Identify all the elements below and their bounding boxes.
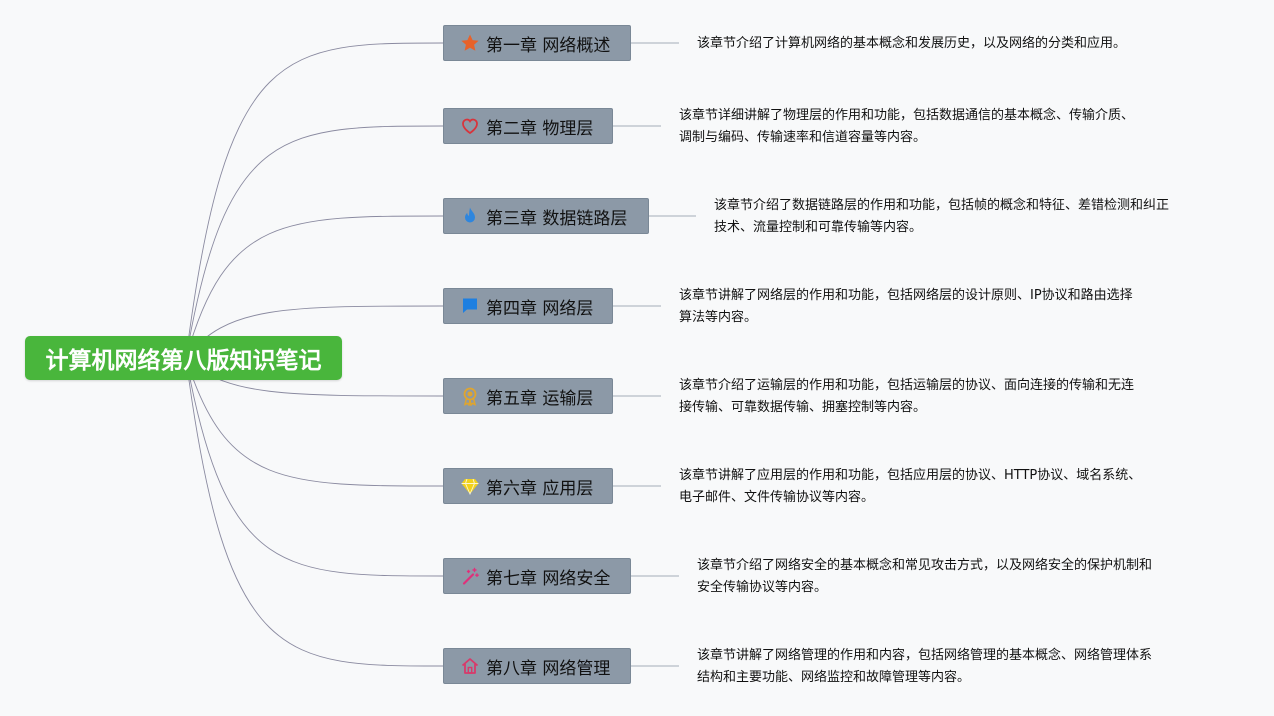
chapter-label: 第八章 网络管理	[486, 658, 611, 679]
magic-wand-icon	[460, 566, 480, 586]
desc-line: 该章节讲解了应用层的作用和功能，包括应用层的协议、HTTP协议、域名系统、	[679, 468, 1142, 483]
chapter-label: 第五章 运输层	[486, 388, 594, 409]
link-root-chapter-3	[185, 215, 444, 359]
desc-line: 安全传输协议等内容。	[697, 580, 828, 595]
desc-line: 该章节介绍了计算机网络的基本概念和发展历史，以及网络的分类和应用。	[697, 36, 1127, 51]
heart-icon	[460, 116, 480, 136]
desc-line: 调制与编码、传输速率和信道容量等内容。	[679, 130, 927, 145]
desc-line: 接传输、可靠数据传输、拥塞控制等内容。	[679, 400, 927, 415]
desc-line: 该章节介绍了网络安全的基本概念和常见攻击方式，以及网络安全的保护机制和	[697, 558, 1153, 573]
chapter-desc-8: 该章节讲解了网络管理的作用和内容，包括网络管理的基本概念、网络管理体系结构和主要…	[697, 645, 1152, 689]
chapter-label: 第三章 数据链路层	[486, 208, 628, 229]
chapter-node-3[interactable]: 第三章 数据链路层	[443, 198, 649, 234]
chapter-label: 第六章 应用层	[486, 478, 594, 499]
chapter-node-4[interactable]: 第四章 网络层	[443, 288, 613, 324]
chapter-desc-6: 该章节讲解了应用层的作用和功能，包括应用层的协议、HTTP协议、域名系统、电子邮…	[679, 465, 1141, 509]
chapter-desc-7: 该章节介绍了网络安全的基本概念和常见攻击方式，以及网络安全的保护机制和安全传输协…	[697, 555, 1152, 599]
desc-line: 该章节讲解了网络管理的作用和内容，包括网络管理的基本概念、网络管理体系	[697, 648, 1153, 663]
desc-line: 电子邮件、文件传输协议等内容。	[679, 490, 875, 505]
root-title: 计算机网络第八版知识笔记	[45, 348, 322, 374]
link-root-chapter-7	[185, 357, 444, 577]
award-icon	[460, 386, 480, 406]
home-icon	[460, 656, 480, 676]
chapter-label: 第二章 物理层	[486, 118, 594, 139]
chapter-desc-1: 该章节介绍了计算机网络的基本概念和发展历史，以及网络的分类和应用。	[697, 33, 1126, 55]
desc-line: 结构和主要功能、网络监控和故障管理等内容。	[697, 670, 971, 685]
chapter-label: 第七章 网络安全	[486, 568, 611, 589]
desc-line: 该章节介绍了数据链路层的作用和功能，包括帧的概念和特征、差错检测和纠正	[714, 198, 1170, 213]
desc-line: 算法等内容。	[679, 310, 758, 325]
chapter-label: 第一章 网络概述	[486, 35, 611, 56]
desc-line: 技术、流量控制和可靠传输等内容。	[714, 220, 923, 235]
flag-icon	[460, 296, 480, 316]
flame-icon	[460, 206, 480, 226]
root-node[interactable]: 计算机网络第八版知识笔记	[25, 336, 342, 380]
chapter-label: 第四章 网络层	[486, 298, 594, 319]
chapter-desc-4: 该章节讲解了网络层的作用和功能，包括网络层的设计原则、IP协议和路由选择算法等内…	[679, 285, 1133, 329]
chapter-desc-5: 该章节介绍了运输层的作用和功能，包括运输层的协议、面向连接的传输和无连接传输、可…	[679, 375, 1134, 419]
chapter-node-5[interactable]: 第五章 运输层	[443, 378, 613, 414]
chapter-node-2[interactable]: 第二章 物理层	[443, 108, 613, 144]
desc-line: 该章节详细讲解了物理层的作用和功能，包括数据通信的基本概念、传输介质、	[679, 108, 1135, 123]
chapter-desc-3: 该章节介绍了数据链路层的作用和功能，包括帧的概念和特征、差错检测和纠正技术、流量…	[714, 195, 1169, 239]
chapter-node-7[interactable]: 第七章 网络安全	[443, 558, 631, 594]
chapter-node-8[interactable]: 第八章 网络管理	[443, 648, 631, 684]
desc-line: 该章节介绍了运输层的作用和功能，包括运输层的协议、面向连接的传输和无连	[679, 378, 1135, 393]
link-root-chapter-8	[185, 357, 444, 667]
chapter-desc-2: 该章节详细讲解了物理层的作用和功能，包括数据通信的基本概念、传输介质、调制与编码…	[679, 105, 1134, 149]
desc-line: 该章节讲解了网络层的作用和功能，包括网络层的设计原则、IP协议和路由选择	[679, 288, 1133, 303]
chapter-node-1[interactable]: 第一章 网络概述	[443, 25, 631, 61]
link-root-chapter-1	[185, 42, 444, 359]
star-icon	[460, 33, 480, 53]
diamond-icon	[460, 476, 480, 496]
link-root-chapter-2	[185, 125, 444, 359]
chapter-node-6[interactable]: 第六章 应用层	[443, 468, 613, 504]
link-root-chapter-6	[185, 357, 444, 487]
